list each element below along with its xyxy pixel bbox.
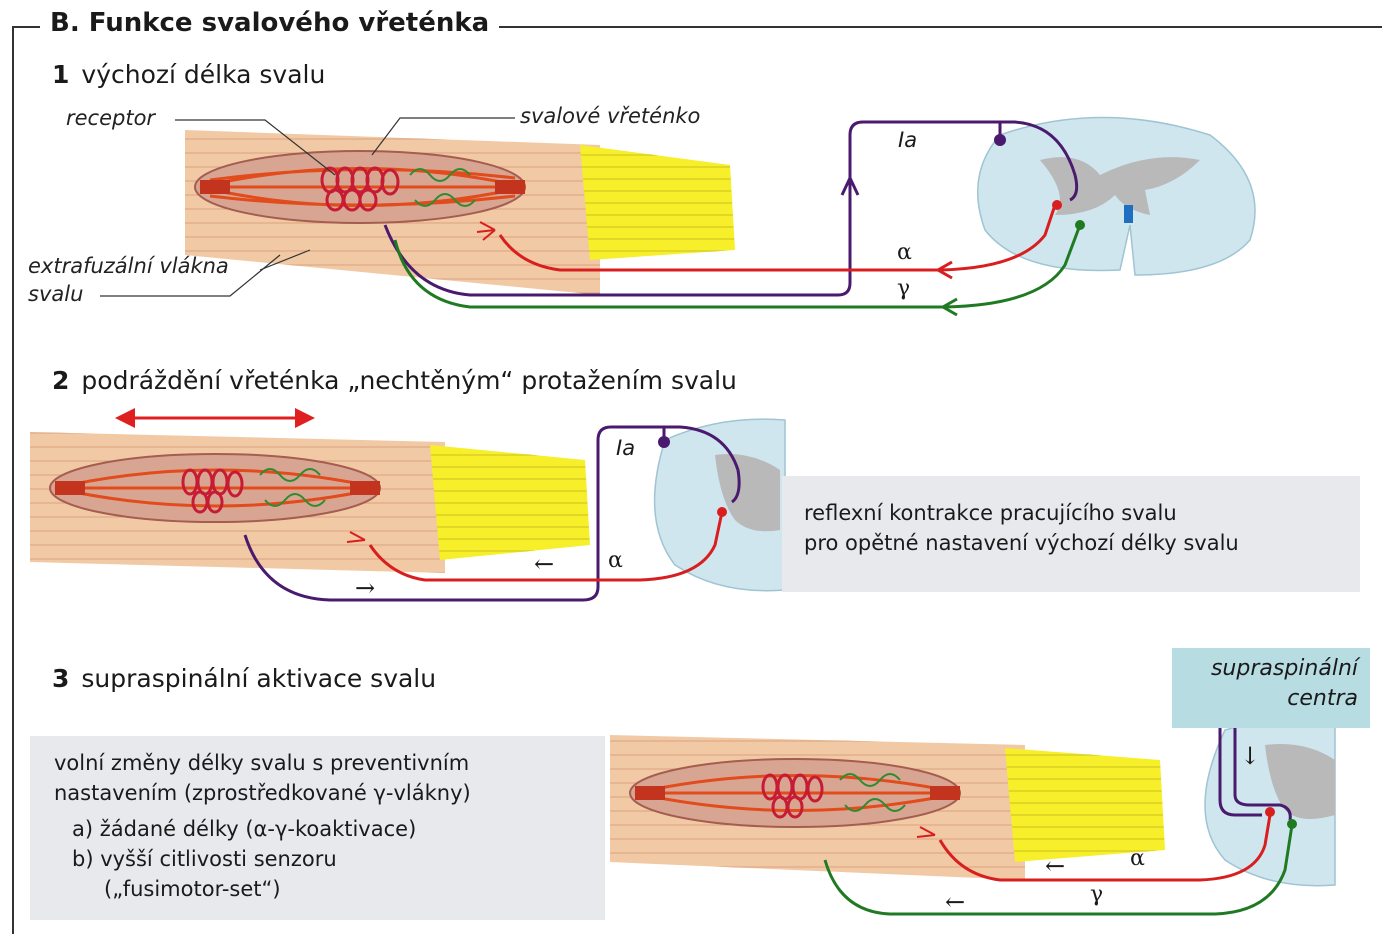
- panel-3-muscle: [610, 735, 1165, 880]
- step-2-label: podráždění vřeténka „nechtěným“ protažen…: [81, 366, 736, 395]
- spindle-label: svalové vřeténko: [520, 104, 700, 128]
- voluntary-item-a: a) žádané délky (α-γ-koaktivace): [54, 814, 605, 844]
- supraspinal-line1: supraspinální: [1172, 654, 1358, 684]
- step-3-number: 3: [52, 664, 69, 693]
- voluntary-box-line1: volní změny délky svalu s preventivním: [54, 748, 605, 778]
- step-3-heading: 3 supraspinální aktivace svalu: [52, 664, 436, 693]
- step-1-label: výchozí délka svalu: [81, 60, 325, 89]
- panel-1-spinal-cord: [978, 118, 1255, 276]
- reflex-box-line2: pro opětné nastavení výchozí délky svalu: [804, 528, 1360, 558]
- descending-arrow: ↓: [1240, 742, 1260, 770]
- panel-3-spinal-cord: [1205, 718, 1335, 886]
- gamma-direction-arrow-3: ←: [945, 888, 965, 916]
- receptor-label: receptor: [66, 106, 155, 130]
- ia-fiber-label-2: Ia: [616, 436, 635, 460]
- step-3-label: supraspinální aktivace svalu: [81, 664, 436, 693]
- reflex-box-line1: reflexní kontrakce pracujícího svalu: [804, 498, 1360, 528]
- ia-fiber-label-1: Ia: [898, 128, 917, 152]
- ia-direction-arrow-2: →: [355, 574, 375, 602]
- voluntary-box-line2: nastavením (zprostředkované γ-vlákny): [54, 778, 605, 808]
- step-2-number: 2: [52, 366, 69, 395]
- extrafusal-label-line2: svalu: [28, 282, 83, 306]
- alpha-direction-arrow-2: ←: [534, 550, 554, 578]
- alpha-label-2: α: [608, 548, 623, 573]
- reflex-contraction-box: reflexní kontrakce pracujícího svalu pro…: [782, 476, 1360, 592]
- step-1-number: 1: [52, 60, 69, 89]
- voluntary-item-b: b) vyšší citlivosti senzoru: [54, 844, 605, 874]
- supraspinal-centers-box: supraspinální centra: [1172, 648, 1370, 728]
- panel-2-stretch-arrow: [115, 408, 315, 428]
- panel-2-muscle: [30, 432, 590, 573]
- alpha-label-1: α: [897, 240, 912, 265]
- gamma-label-1: γ: [897, 276, 910, 301]
- voluntary-item-b-continued: („fusimotor-set“): [54, 874, 605, 904]
- alpha-direction-arrow-3: ←: [1045, 852, 1065, 880]
- gamma-label-3: γ: [1090, 882, 1103, 907]
- supraspinal-line2: centra: [1172, 684, 1358, 714]
- voluntary-changes-box: volní změny délky svalu s preventivním n…: [30, 736, 605, 920]
- alpha-label-3: α: [1130, 846, 1145, 871]
- panel-2-spinal-cord: [655, 419, 785, 591]
- extrafusal-label-line1: extrafuzální vlákna: [28, 254, 229, 278]
- step-1-heading: 1 výchozí délka svalu: [52, 60, 325, 89]
- step-2-heading: 2 podráždění vřeténka „nechtěným“ protaže…: [52, 366, 737, 395]
